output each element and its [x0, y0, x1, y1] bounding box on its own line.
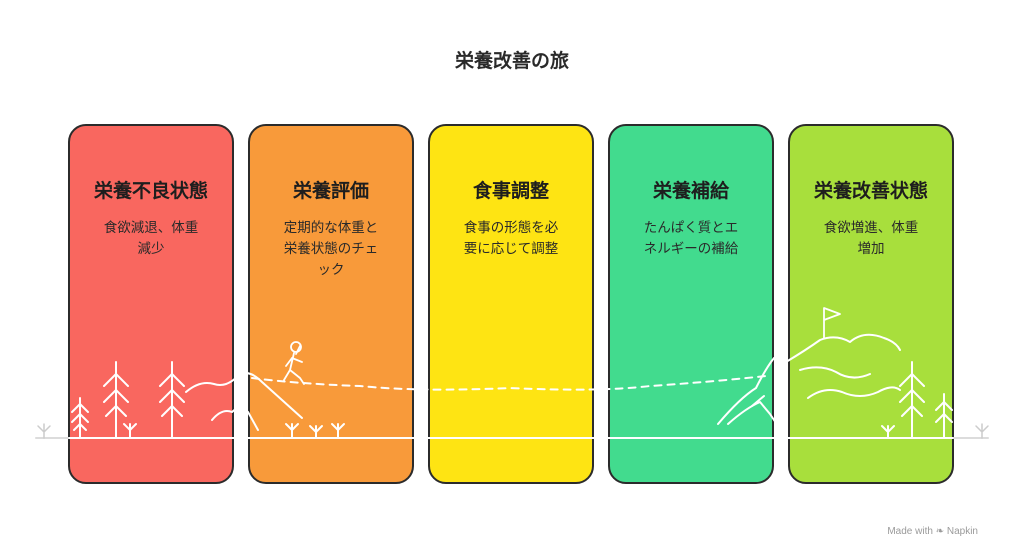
stage-description-line: 栄養状態のチェ — [283, 241, 379, 257]
stage-description-line: ック — [317, 262, 345, 278]
stage-card-3: 食事調整 食事の形態を必 要に応じて調整 — [428, 124, 594, 484]
stage-title: 食事調整 — [472, 180, 549, 202]
stage-title: 栄養補給 — [652, 180, 729, 202]
stage-description-line: 食事の形態を必 — [463, 220, 559, 236]
stage-card-1: 栄養不良状態 食欲減退、体重 減少 — [68, 124, 234, 484]
grass-icon — [975, 423, 989, 439]
stage-description-line: 減少 — [137, 241, 165, 257]
stage-description-line: 増加 — [857, 241, 885, 257]
stage-description-line: 食欲増進、体重 — [823, 220, 919, 236]
stage-description-line: 食欲減退、体重 — [103, 220, 199, 236]
stage-description: 食欲増進、体重 増加 — [804, 218, 938, 260]
stage-title: 栄養改善状態 — [813, 180, 928, 202]
stage-description: 食欲減退、体重 減少 — [84, 218, 218, 260]
stage-description: 食事の形態を必 要に応じて調整 — [444, 218, 578, 260]
footer-credit: Made with ❧ Napkin — [887, 526, 978, 537]
stage-description-line: 定期的な体重と — [283, 220, 379, 236]
stage-title: 栄養評価 — [292, 180, 369, 202]
stage-title: 栄養不良状態 — [93, 180, 208, 202]
stage-card-5: 栄養改善状態 食欲増進、体重 増加 — [788, 124, 954, 484]
stage-description: たんぱく質とエ ネルギーの補給 — [624, 218, 758, 260]
grass-icon — [37, 423, 51, 439]
stage-description-line: 要に応じて調整 — [463, 241, 559, 257]
stage-card-2: 栄養評価 定期的な体重と 栄養状態のチェ ック — [248, 124, 414, 484]
diagram-title: 栄養改善の旅 — [454, 50, 569, 72]
footer-made-with: Made with — [887, 526, 933, 537]
stage-description: 定期的な体重と 栄養状態のチェ ック — [264, 218, 398, 281]
napkin-logo-icon: ❧ — [935, 526, 945, 537]
stage-card-4: 栄養補給 たんぱく質とエ ネルギーの補給 — [608, 124, 774, 484]
stage-description-line: たんぱく質とエ — [643, 220, 739, 236]
stage-description-line: ネルギーの補給 — [643, 241, 739, 257]
footer-brand: Napkin — [946, 526, 978, 537]
